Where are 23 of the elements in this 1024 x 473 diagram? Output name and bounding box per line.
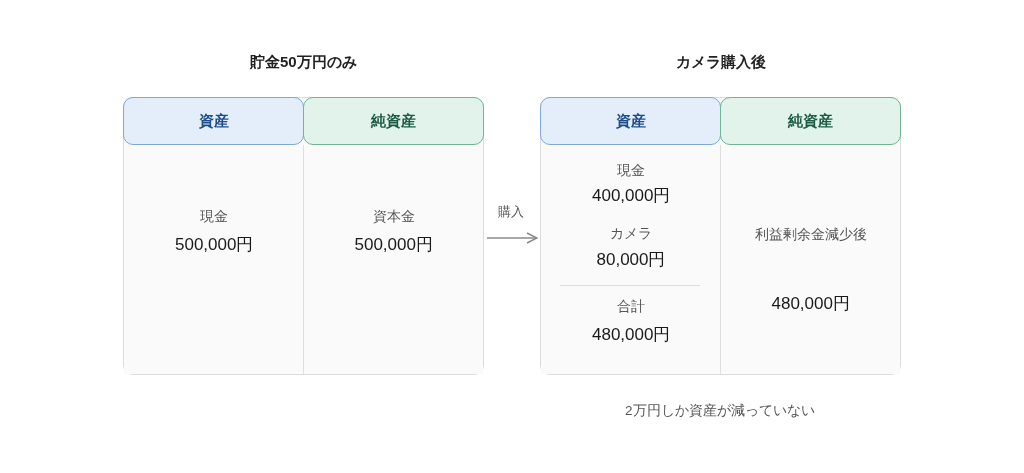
- item-label: 現金: [200, 207, 228, 225]
- item-label: 資本金: [372, 207, 415, 225]
- item-label: 合計: [617, 297, 645, 315]
- column-header: 資産: [123, 97, 304, 145]
- table-column: [124, 145, 304, 374]
- amount-value: 500,000円: [175, 235, 254, 255]
- panel-title: カメラ購入後: [675, 53, 766, 71]
- note-text: 2万円しか資産が減っていない: [625, 401, 815, 419]
- item-label: 利益剰余金減少後: [754, 225, 867, 243]
- amount-value: 480,000円: [771, 294, 850, 314]
- edge-label: 購入: [496, 204, 526, 220]
- panel-title: 貯金50万円のみ: [250, 53, 357, 71]
- arrow: [486, 232, 538, 244]
- table-column: [541, 145, 721, 374]
- amount-value: 480,000円: [592, 325, 671, 345]
- amount-value: 80,000円: [596, 250, 666, 270]
- item-label: 現金: [617, 161, 645, 179]
- item-label: カメラ: [610, 224, 652, 242]
- column-header: 純資産: [303, 97, 484, 145]
- column-header: 資産: [540, 97, 721, 145]
- amount-value: 400,000円: [592, 186, 671, 206]
- column-header: 純資産: [720, 97, 901, 145]
- amount-value: 500,000円: [354, 235, 433, 255]
